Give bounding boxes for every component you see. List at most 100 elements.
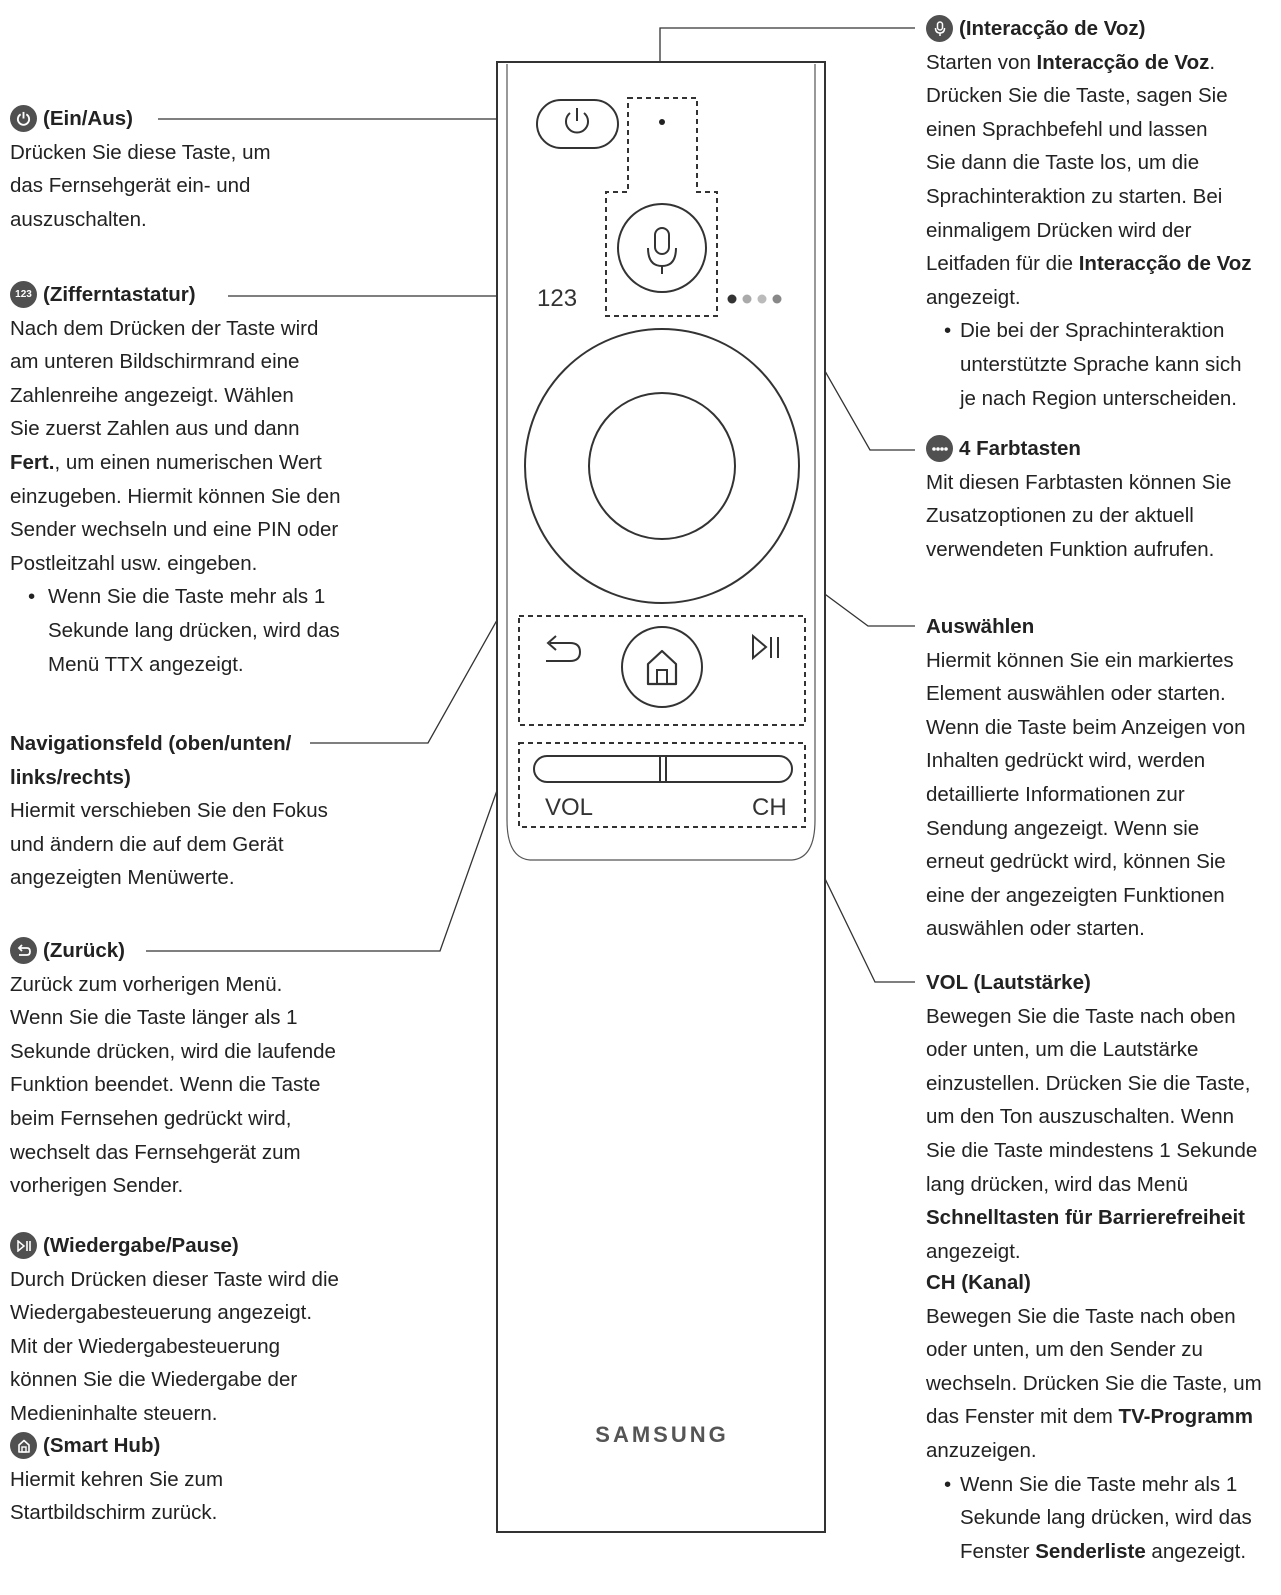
- vol-body-5: Sie die Taste mindestens 1 Sekunde: [926, 1138, 1258, 1162]
- numpad-body-6: einzugeben. Hiermit können Sie den: [10, 484, 341, 508]
- color-body-1: Mit diesen Farbtasten können Sie: [926, 470, 1232, 494]
- voice-body-3: einen Sprachbefehl und lassen: [926, 117, 1208, 141]
- back-title: (Zurück): [43, 939, 125, 962]
- select-body-3: Wenn die Taste beim Anzeigen von: [926, 715, 1246, 739]
- vol-body-3: einzustellen. Drücken Sie die Taste,: [926, 1071, 1251, 1095]
- play-body-3: Mit der Wiedergabesteuerung: [10, 1334, 281, 1358]
- vol-body-bold: Schnelltasten für Barrierefreiheit: [926, 1206, 1245, 1230]
- ch-body-4: das Fenster mit dem TV-Programm: [926, 1405, 1253, 1429]
- mic-hole: [659, 119, 665, 125]
- vol-ch-rocker[interactable]: [533, 755, 793, 783]
- ch-title: CH (Kanal): [926, 1271, 1031, 1294]
- numpad-bullet: Wenn Sie die Taste mehr als 1 Sekunde la…: [10, 580, 380, 681]
- select-body-1: Hiermit können Sie ein markiertes: [926, 648, 1234, 672]
- home-section: (Smart Hub) Hiermit kehren Sie zum Start…: [10, 1429, 310, 1530]
- color-buttons[interactable]: [727, 294, 782, 304]
- home-icon: [10, 1432, 37, 1460]
- power-button[interactable]: [536, 99, 619, 149]
- ch-body-2: oder unten, um den Sender zu: [926, 1338, 1203, 1362]
- leader-back: [146, 719, 523, 952]
- select-body-2: Element auswählen oder starten.: [926, 682, 1226, 706]
- microphone-icon: [926, 15, 953, 43]
- ch-section: CH (Kanal) Bewegen Sie die Taste nach ob…: [926, 1266, 1281, 1568]
- voice-body-5: Sprachinteraktion zu starten. Bei: [926, 184, 1223, 208]
- home-body-1: Hiermit kehren Sie zum: [10, 1467, 224, 1491]
- home-button[interactable]: [621, 626, 703, 708]
- nav-title-1: Navigationsfeld (oben/unten/: [10, 732, 292, 755]
- back-section: (Zurück) Zurück zum vorherigen Menü. Wen…: [10, 934, 380, 1203]
- voice-button[interactable]: [617, 203, 707, 293]
- nav-section: Navigationsfeld (oben/unten/ links/recht…: [10, 727, 370, 895]
- back-body-7: vorherigen Sender.: [10, 1174, 184, 1198]
- back-body-1: Zurück zum vorherigen Menü.: [10, 972, 283, 996]
- voice-body-7: Leitfaden für die Interacção de Voz: [926, 252, 1252, 276]
- voice-body-1: Starten von Interacção de Voz.: [926, 50, 1216, 74]
- play-section: (Wiedergabe/Pause) Durch Drücken dieser …: [10, 1229, 380, 1431]
- vol-body-2: oder unten, um die Lautstärke: [926, 1038, 1199, 1062]
- voice-body-2: Drücken Sie die Taste, sagen Sie: [926, 84, 1228, 108]
- nav-body-1: Hiermit verschieben Sie den Fokus: [10, 799, 328, 823]
- voice-body-4: Sie dann die Taste los, um die: [926, 151, 1200, 175]
- ch-body-3: wechseln. Drücken Sie die Taste, um: [926, 1371, 1262, 1395]
- back-body-6: wechselt das Fernsehgerät zum: [10, 1140, 301, 1164]
- numpad-icon: 123: [10, 281, 37, 309]
- home-body-2: Startbildschirm zurück.: [10, 1501, 218, 1525]
- numpad-body-7: Sender wechseln und eine PIN oder: [10, 518, 339, 542]
- power-body-1: Drücken Sie diese Taste, um: [10, 140, 271, 164]
- select-body-5: detaillierte Informationen zur: [926, 782, 1185, 806]
- power-body-2: das Fernsehgerät ein- und: [10, 174, 251, 198]
- numpad-body-5: Fert., um einen numerischen Wert: [10, 450, 322, 474]
- back-body-3: Sekunde drücken, wird die laufende: [10, 1039, 336, 1063]
- select-button[interactable]: [588, 392, 736, 540]
- back-icon: [10, 937, 37, 965]
- color-dots-icon: [926, 435, 953, 463]
- select-body-8: eine der angezeigten Funktionen: [926, 883, 1225, 907]
- color-body-2: Zusatzoptionen zu der aktuell: [926, 504, 1194, 528]
- power-section: (Ein/Aus) Drücken Sie diese Taste, um da…: [10, 102, 310, 236]
- brand-logo: SAMSUNG: [595, 1422, 728, 1447]
- voice-bullet: Die bei der Sprachinteraktion unterstütz…: [926, 314, 1276, 415]
- vol-body-1: Bewegen Sie die Taste nach oben: [926, 1004, 1236, 1028]
- play-body-5: Medieninhalte steuern.: [10, 1401, 218, 1425]
- nav-body-3: angezeigten Menüwerte.: [10, 866, 235, 890]
- vol-label: VOL: [545, 794, 593, 821]
- numpad-body-2: am unteren Bildschirmrand eine: [10, 350, 300, 374]
- play-title: (Wiedergabe/Pause): [43, 1234, 239, 1257]
- ch-body-1: Bewegen Sie die Taste nach oben: [926, 1304, 1236, 1328]
- color-title: 4 Farbtasten: [959, 437, 1081, 460]
- numpad-body-4: Sie zuerst Zahlen aus und dann: [10, 417, 300, 441]
- ch-body-5: anzuzeigen.: [926, 1438, 1037, 1462]
- play-pause-button[interactable]: [752, 633, 779, 661]
- ch-bullet: Wenn Sie die Taste mehr als 1 Sekunde la…: [926, 1468, 1281, 1569]
- back-body-4: Funktion beendet. Wenn die Taste: [10, 1073, 321, 1097]
- select-section: Auswählen Hiermit können Sie ein markier…: [926, 610, 1276, 946]
- color-body-3: verwendeten Funktion aufrufen.: [926, 537, 1215, 561]
- back-body-2: Wenn Sie die Taste länger als 1: [10, 1006, 298, 1030]
- power-body-3: auszuschalten.: [10, 207, 147, 231]
- mic-dashed-frame: [605, 97, 718, 317]
- numpad-section: 123 (Zifferntastatur) Nach dem Drücken d…: [10, 278, 380, 681]
- numpad-key-label: 123: [537, 285, 577, 312]
- voice-section: (Interacção de Voz) Starten von Interacç…: [926, 12, 1276, 415]
- voice-body-8: angezeigt.: [926, 285, 1021, 309]
- vol-body-6: lang drücken, wird das Menü: [926, 1172, 1189, 1196]
- select-body-6: Sendung angezeigt. Wenn sie: [926, 816, 1200, 840]
- nav-title-2: links/rechts): [10, 765, 131, 789]
- color-section: 4 Farbtasten Mit diesen Farbtasten könne…: [926, 432, 1271, 566]
- select-title: Auswählen: [926, 615, 1035, 638]
- play-body-1: Durch Drücken dieser Taste wird die: [10, 1267, 339, 1291]
- select-body-7: erneut gedrückt wird, können Sie: [926, 850, 1226, 874]
- play-body-2: Wiedergabesteuerung angezeigt.: [10, 1301, 313, 1325]
- power-icon: [10, 105, 37, 133]
- vol-title: VOL (Lautstärke): [926, 971, 1091, 994]
- play-pause-icon: [10, 1232, 37, 1260]
- ch-label: CH: [752, 794, 787, 821]
- numpad-body-3: Zahlenreihe angezeigt. Wählen: [10, 383, 294, 407]
- voice-body-6: einmaligem Drücken wird der: [926, 218, 1192, 242]
- select-body-9: auswählen oder starten.: [926, 917, 1145, 941]
- back-button[interactable]: [546, 635, 582, 662]
- voice-title: (Interacção de Voz): [959, 17, 1146, 40]
- nav-body-2: und ändern die auf dem Gerät: [10, 832, 284, 856]
- home-title: (Smart Hub): [43, 1434, 161, 1457]
